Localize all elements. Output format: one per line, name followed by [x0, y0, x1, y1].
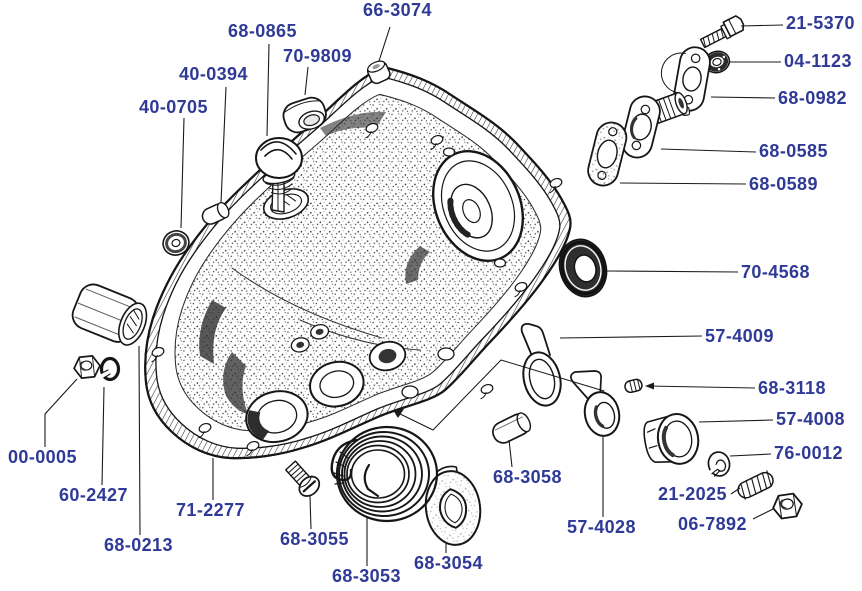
part-sketch-70-9809-bush [282, 96, 327, 134]
leader-70-9809 [304, 66, 309, 96]
leader-68-0213 [138, 345, 141, 536]
bottom-bosses [245, 324, 407, 444]
part-sketch-68-3055-screw [285, 460, 321, 497]
part-sketch-71-2277-timing-cover [144, 65, 572, 460]
part-sketch-68-0213-sleeve [71, 283, 148, 346]
part-sketch-57-4008-bush [643, 413, 700, 465]
part-sketch-68-0585-union [621, 92, 688, 159]
part-sketch-21-2025-spring [737, 470, 774, 500]
shading-patch [223, 352, 248, 414]
part-sketch-21-5370-bolt [699, 15, 745, 49]
web-line [299, 319, 421, 351]
kickstart-hole [401, 385, 419, 399]
leader-70-4568 [606, 270, 739, 273]
part-sketch-76-0012-c-washer [707, 451, 731, 477]
part-sketch-04-1123-bearing [703, 50, 731, 74]
leader-57-4008 [698, 419, 774, 423]
rim-screw-holes [151, 122, 563, 457]
leader-lines [44, 24, 784, 566]
part-sketch-40-0705-roller [162, 230, 190, 256]
leader-68-3118 [647, 385, 756, 389]
shading-patch [320, 111, 386, 136]
part-sketch-68-3118-plunger [624, 378, 643, 394]
leader-68-3058 [508, 439, 513, 468]
leader-68-0865 [266, 43, 270, 137]
part-sketch-68-3058-pin [492, 412, 532, 444]
leader-68-0589 [619, 182, 747, 185]
part-sketch-57-4009-stirrup [520, 323, 562, 407]
part-sketch-68-3054-ratchet-plate [424, 465, 482, 546]
part-sketch-57-4028-pawl [570, 370, 621, 437]
leader-76-0012 [729, 453, 772, 457]
shading-patch [199, 300, 226, 364]
part-sketch-60-2427-spring-washer [99, 356, 121, 382]
part-sketch-70-4568-oil-seal [558, 238, 608, 298]
rim-hole [493, 258, 507, 268]
leader-57-4009 [559, 335, 703, 339]
leader-40-0705 [180, 117, 185, 229]
web-line [231, 267, 383, 339]
leader-40-0394 [220, 86, 227, 204]
part-sketch-68-3053-spring [330, 425, 439, 523]
leader-21-2025 [730, 487, 741, 495]
leader-00-0005 [44, 378, 78, 447]
part-sketch-06-7892-nut [772, 492, 803, 520]
leader-06-7892 [752, 508, 774, 520]
part-sketch-40-0394-pin [201, 201, 230, 225]
kickstart-hole [437, 347, 455, 361]
camshaft-opening [431, 149, 525, 263]
rim-hole [442, 147, 456, 157]
part-sketch-66-3074-bush [366, 60, 391, 85]
shading-patch [405, 246, 430, 284]
part-sketch-00-0005-nut [73, 355, 101, 379]
leader-66-3074 [378, 26, 391, 62]
leader-68-0585 [660, 148, 757, 153]
leader-68-3055 [309, 495, 312, 530]
leader-68-0982 [710, 96, 776, 99]
part-sketch-68-0589-gasket [587, 121, 628, 187]
part-sketch-68-0865-filler-cap [255, 137, 303, 213]
leader-60-2427 [101, 386, 105, 486]
arrowhead-icon [393, 409, 404, 418]
leader-21-5370 [740, 24, 784, 27]
